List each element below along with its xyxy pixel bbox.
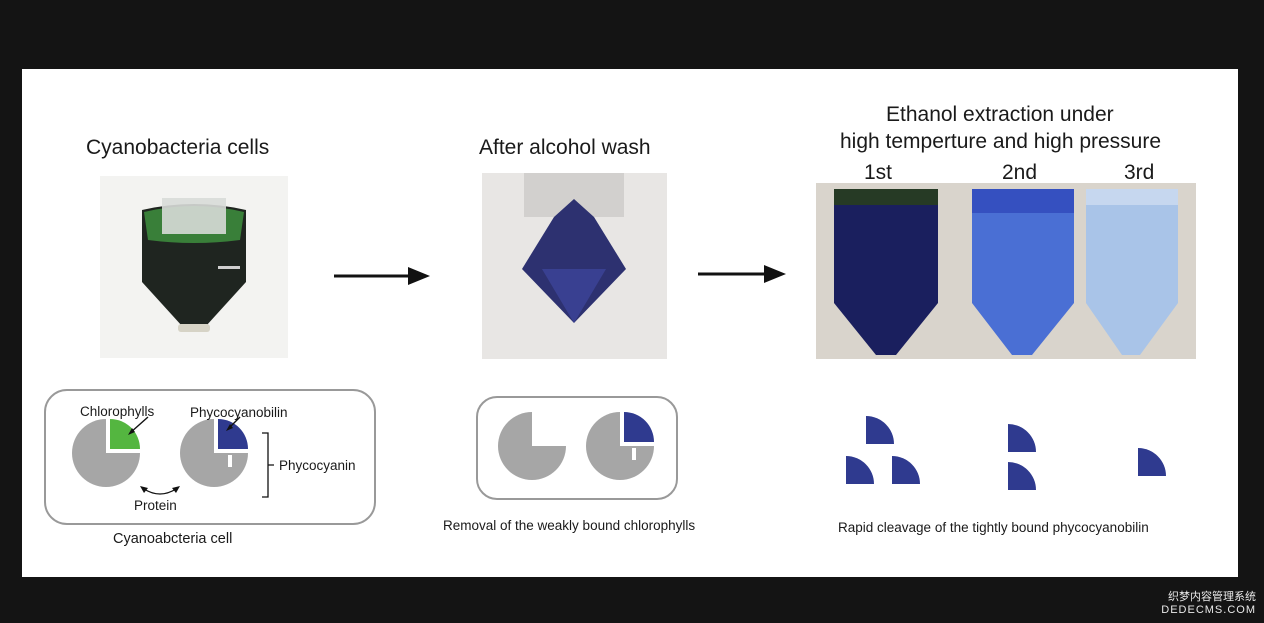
tube-green-illustration: [142, 198, 246, 332]
three-tubes-illustration: [834, 189, 1178, 355]
released-phycocyanobilin-fragments: [846, 416, 1166, 490]
photo-after-alcohol-wash: [482, 173, 667, 359]
tube-label-3rd: 3rd: [1124, 161, 1155, 184]
arrow-right-icon: [698, 265, 786, 283]
cyanobacteria-cell-diagram: [44, 389, 376, 525]
arrow-right-icon: [334, 267, 430, 285]
cell-outline: [44, 389, 376, 525]
watermark-line1: 织梦内容管理系统: [1168, 591, 1256, 603]
phycocyanobilin-fragment: [846, 456, 874, 484]
protein-without-chlorophyll: [498, 412, 566, 480]
protein-with-phycocyanobilin: [180, 419, 248, 487]
photo-ethanol-extraction-tubes: [816, 183, 1196, 359]
label-phycocyanobilin: Phycocyanobilin: [190, 405, 288, 420]
photo-cyanobacteria-tube: [100, 176, 288, 358]
caption-removal-chlorophylls: Removal of the weakly bound chlorophylls: [443, 518, 696, 533]
phycocyanobilin-fragment: [1008, 462, 1036, 490]
label-chlorophylls: Chlorophylls: [80, 404, 155, 419]
phycocyanobilin-fragment: [866, 416, 894, 444]
heading-after-alcohol-wash: After alcohol wash: [479, 136, 651, 159]
heading-ethanol-extraction-line2: high temperture and high pressure: [840, 130, 1162, 153]
tube-label-2nd: 2nd: [1002, 161, 1038, 184]
caption-cleavage-phycocyanobilin: Rapid cleavage of the tightly bound phyc…: [838, 520, 1149, 535]
phycocyanobilin-fragment: [1008, 424, 1036, 452]
watermark-line2: DEDECMS.COM: [1161, 604, 1256, 616]
heading-ethanol-extraction-line1: Ethanol extraction under: [886, 103, 1114, 126]
phycocyanobilin-fragment: [892, 456, 920, 484]
tube-blue-pellet-illustration: [522, 173, 626, 323]
label-protein: Protein: [134, 498, 177, 513]
protein-with-chlorophyll: [72, 419, 140, 487]
label-cyanobacteria-cell: Cyanoabcteria cell: [113, 531, 233, 547]
after-wash-diagram: [476, 396, 678, 500]
heading-cyanobacteria-cells: Cyanobacteria cells: [86, 136, 270, 159]
diagram-outline: [476, 396, 678, 500]
label-phycocyanin: Phycocyanin: [279, 458, 356, 473]
site-watermark: 织梦内容管理系统 DEDECMS.COM: [1161, 591, 1256, 617]
phycocyanobilin-fragment: [1138, 448, 1166, 476]
protein-with-phycocyanobilin: [586, 412, 654, 480]
tube-label-1st: 1st: [864, 161, 893, 184]
